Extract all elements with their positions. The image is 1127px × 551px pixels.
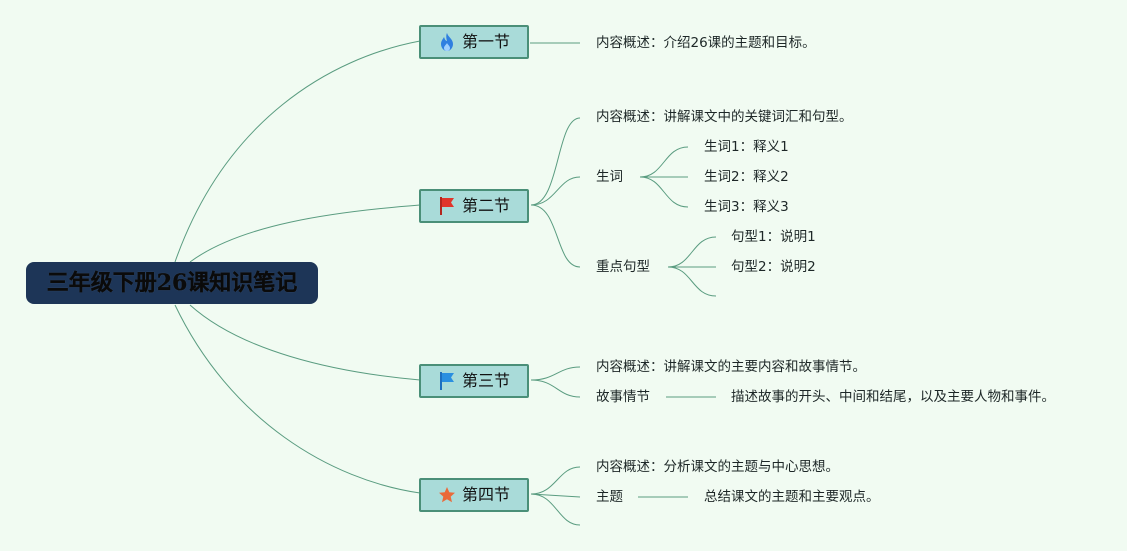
connector-s3-overview	[530, 366, 581, 381]
section-4-theme[interactable]: 主题	[596, 489, 623, 505]
connector-vocab-3	[639, 176, 689, 208]
red-flag-icon	[439, 197, 454, 215]
plot-description[interactable]: 描述故事的开头、中间和结尾，以及主要人物和事件。	[731, 389, 1055, 405]
theme-description[interactable]: 总结课文的主题和主要观点。	[704, 489, 880, 505]
connector-root-section-1	[174, 40, 421, 263]
section-1-label: 第一节	[461, 32, 510, 51]
connector-root-section-3	[189, 304, 421, 381]
connector-vocab-1	[639, 146, 689, 178]
section-2-overview[interactable]: 内容概述：讲解课文中的关键词汇和句型。	[596, 109, 853, 125]
connector-s2-overview	[530, 117, 581, 206]
vocab-item-1[interactable]: 生词1：释义1	[704, 139, 789, 155]
connector-root-section-2	[189, 204, 421, 263]
section-2-label: 第二节	[461, 196, 510, 215]
section-1-overview[interactable]: 内容概述：介绍26课的主题和目标。	[596, 35, 816, 51]
connector-s2-vocab	[530, 176, 581, 206]
connector-s2-patterns	[530, 204, 581, 268]
section-1-node[interactable]: 第一节	[419, 25, 529, 59]
section-4-overview[interactable]: 内容概述：分析课文的主题与中心思想。	[596, 459, 839, 475]
fire-icon	[440, 33, 453, 51]
vocab-item-3[interactable]: 生词3：释义3	[704, 199, 789, 215]
section-4-label: 第四节	[461, 485, 510, 504]
section-3-node[interactable]: 第三节	[419, 364, 529, 398]
connector-s3-plot	[530, 379, 581, 398]
blue-flag-icon	[439, 372, 454, 390]
connector-pattern-3	[667, 266, 717, 297]
connector-s4-overview	[530, 466, 581, 495]
section-3-label: 第三节	[461, 371, 510, 390]
section-2-node[interactable]: 第二节	[419, 189, 529, 223]
section-3-plot[interactable]: 故事情节	[596, 389, 650, 405]
star-icon	[438, 487, 455, 503]
pattern-item-1[interactable]: 句型1：说明1	[731, 229, 816, 245]
section-3-overview[interactable]: 内容概述：讲解课文的主要内容和故事情节。	[596, 359, 866, 375]
section-2-patterns[interactable]: 重点句型	[596, 259, 650, 275]
pattern-item-2[interactable]: 句型2：说明2	[731, 259, 816, 275]
vocab-item-2[interactable]: 生词2：释义2	[704, 169, 789, 185]
connector-s4-theme	[530, 493, 581, 498]
connector-root-section-4	[174, 304, 421, 494]
root-topic[interactable]: 三年级下册26课知识笔记	[26, 262, 318, 304]
connector-s4-empty	[530, 493, 581, 526]
section-2-vocab[interactable]: 生词	[596, 169, 623, 185]
section-4-node[interactable]: 第四节	[419, 478, 529, 512]
connector-pattern-1	[667, 236, 717, 268]
